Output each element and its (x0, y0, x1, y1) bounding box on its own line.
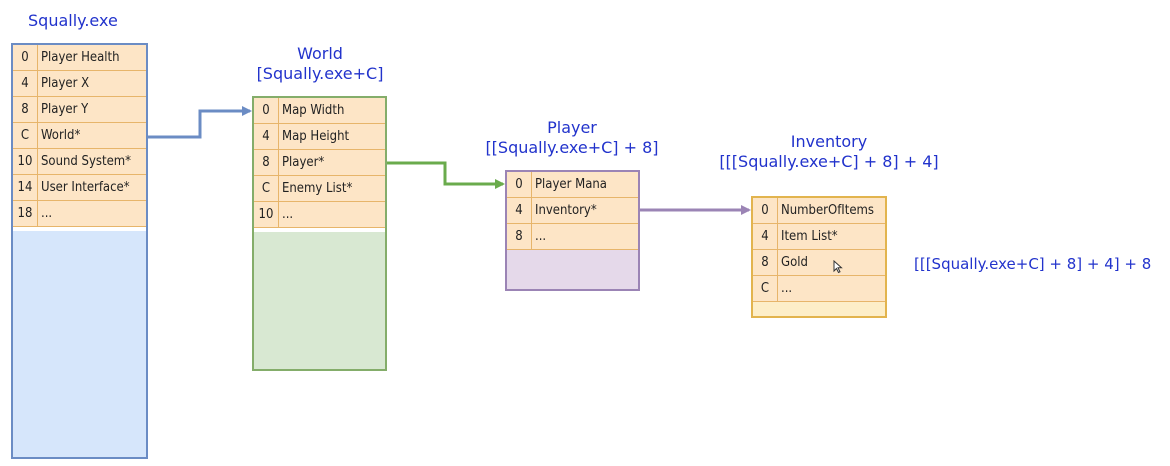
player-title-line-1: Player (547, 118, 597, 137)
field-label: Item List* (781, 229, 838, 244)
offset: 14 (13, 175, 38, 200)
inventory-title: Inventory [[[Squally.exe+C] + 8] + 4] (715, 132, 943, 172)
offset: 0 (507, 172, 532, 197)
arrow-player-pointer (387, 161, 505, 189)
offset: 0 (753, 198, 778, 223)
offset: 4 (753, 224, 778, 249)
world-title-line-2: [Squally.exe+C] (256, 64, 384, 83)
world-row: 10... (254, 202, 385, 228)
field-label: NumberOfItems (781, 203, 875, 218)
player-fill (507, 250, 638, 289)
offset: 4 (13, 71, 38, 96)
field-label: Inventory* (535, 203, 597, 218)
mouse-pointer-icon (833, 260, 843, 274)
field-label: Player Mana (535, 177, 607, 192)
arrow-world-pointer (148, 106, 252, 139)
squally-row: 18... (13, 201, 146, 227)
offset: C (13, 123, 38, 148)
inventory-title-line-2: [[[Squally.exe+C] + 8] + 4] (719, 152, 939, 171)
field-label: Gold (781, 255, 808, 270)
field-label: User Interface* (41, 180, 130, 195)
offset: 8 (254, 150, 279, 175)
field-label: Player X (41, 76, 90, 91)
field-label: Player* (282, 155, 325, 170)
field-label: Enemy List* (282, 181, 353, 196)
offset: 0 (254, 98, 279, 123)
inventory-fill (753, 302, 885, 316)
offset: 8 (13, 97, 38, 122)
world-title-line-1: World (297, 44, 343, 63)
field-label: Map Height (282, 129, 350, 144)
offset: 18 (13, 201, 38, 226)
field-label: World* (41, 128, 81, 143)
field-label: ... (41, 206, 53, 221)
field-label: ... (282, 207, 294, 222)
field-label: Player Health (41, 50, 120, 65)
inventory-row: C... (753, 276, 885, 302)
offset: 0 (13, 45, 38, 70)
gold-address-label: [[[Squally.exe+C] + 8] + 4] + 8 (914, 255, 1152, 273)
player-title: Player [[Squally.exe+C] + 8] (472, 118, 672, 158)
field-label: ... (535, 229, 547, 244)
field-label: Map Width (282, 103, 345, 118)
offset: 4 (507, 198, 532, 223)
world-title: World [Squally.exe+C] (253, 44, 387, 84)
field-label: Sound System* (41, 154, 132, 169)
world-fill (254, 232, 385, 369)
squally-fill (13, 231, 146, 457)
offset: 8 (753, 250, 778, 275)
inventory-title-line-1: Inventory (790, 132, 868, 151)
player-title-line-2: [[Squally.exe+C] + 8] (485, 138, 659, 157)
offset: C (254, 176, 279, 201)
field-label: ... (781, 281, 793, 296)
offset: 8 (507, 224, 532, 249)
offset: 10 (13, 149, 38, 174)
offset: 10 (254, 202, 279, 227)
squally-title-line-1: Squally.exe (28, 11, 118, 30)
squally-title: Squally.exe (28, 11, 118, 31)
offset: 4 (254, 124, 279, 149)
field-label: Player Y (41, 102, 89, 117)
player-row: 8... (507, 224, 638, 250)
offset: C (753, 276, 778, 301)
